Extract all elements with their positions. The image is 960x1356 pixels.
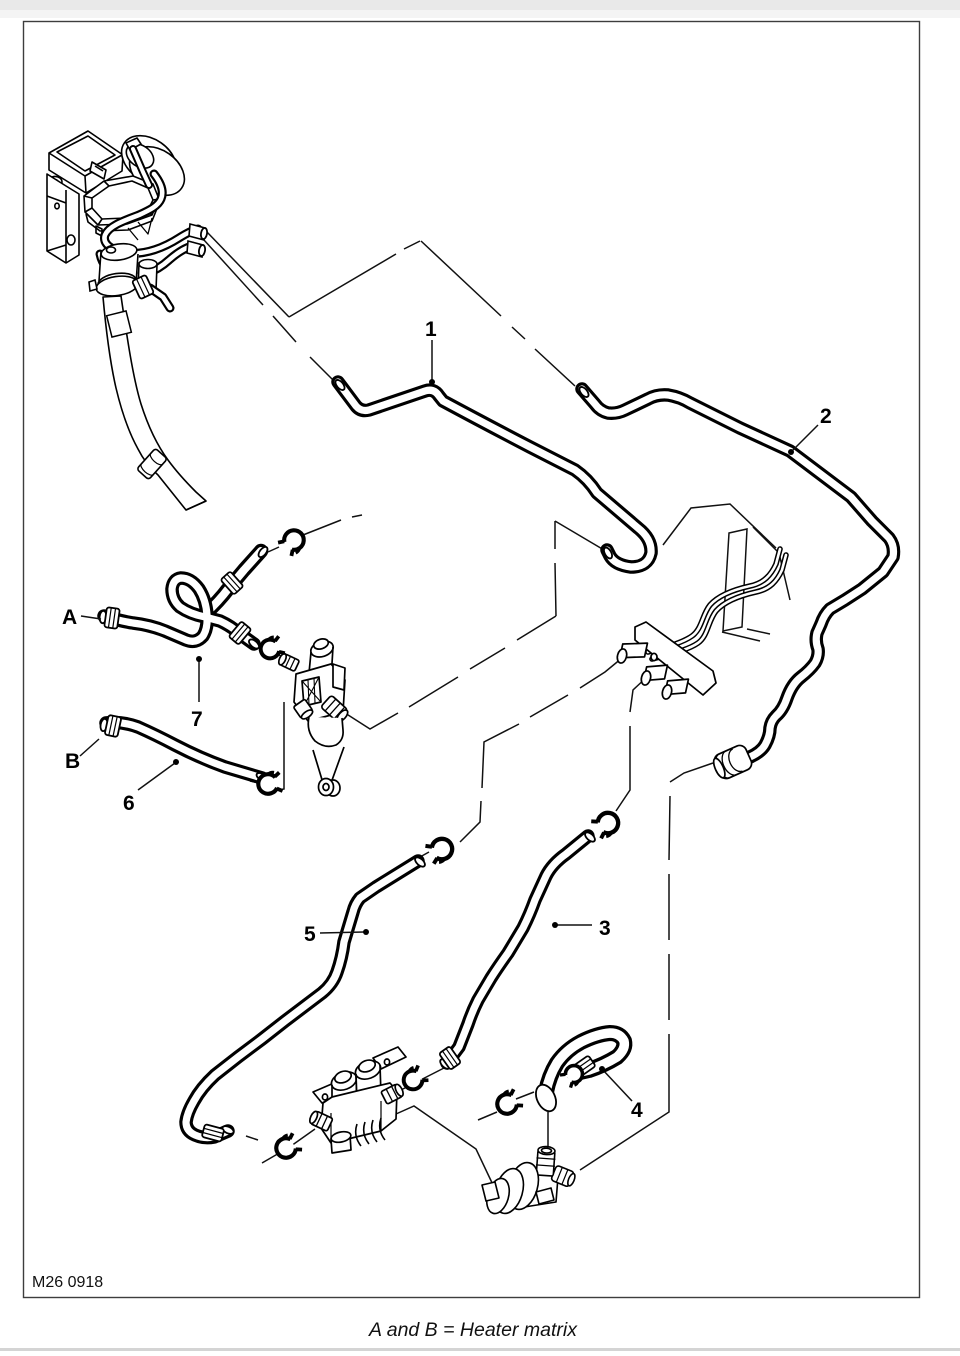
svg-text:2: 2 <box>820 405 832 428</box>
svg-text:5: 5 <box>304 923 316 946</box>
svg-text:6: 6 <box>123 792 135 815</box>
svg-text:A: A <box>62 606 77 629</box>
svg-text:A and B = Heater matrix: A and B = Heater matrix <box>368 1319 578 1341</box>
svg-text:B: B <box>65 750 80 773</box>
svg-text:7: 7 <box>191 708 203 731</box>
svg-text:3: 3 <box>599 917 611 940</box>
svg-text:4: 4 <box>631 1099 643 1122</box>
svg-text:M26 0918: M26 0918 <box>32 1274 103 1291</box>
svg-text:1: 1 <box>425 318 437 341</box>
